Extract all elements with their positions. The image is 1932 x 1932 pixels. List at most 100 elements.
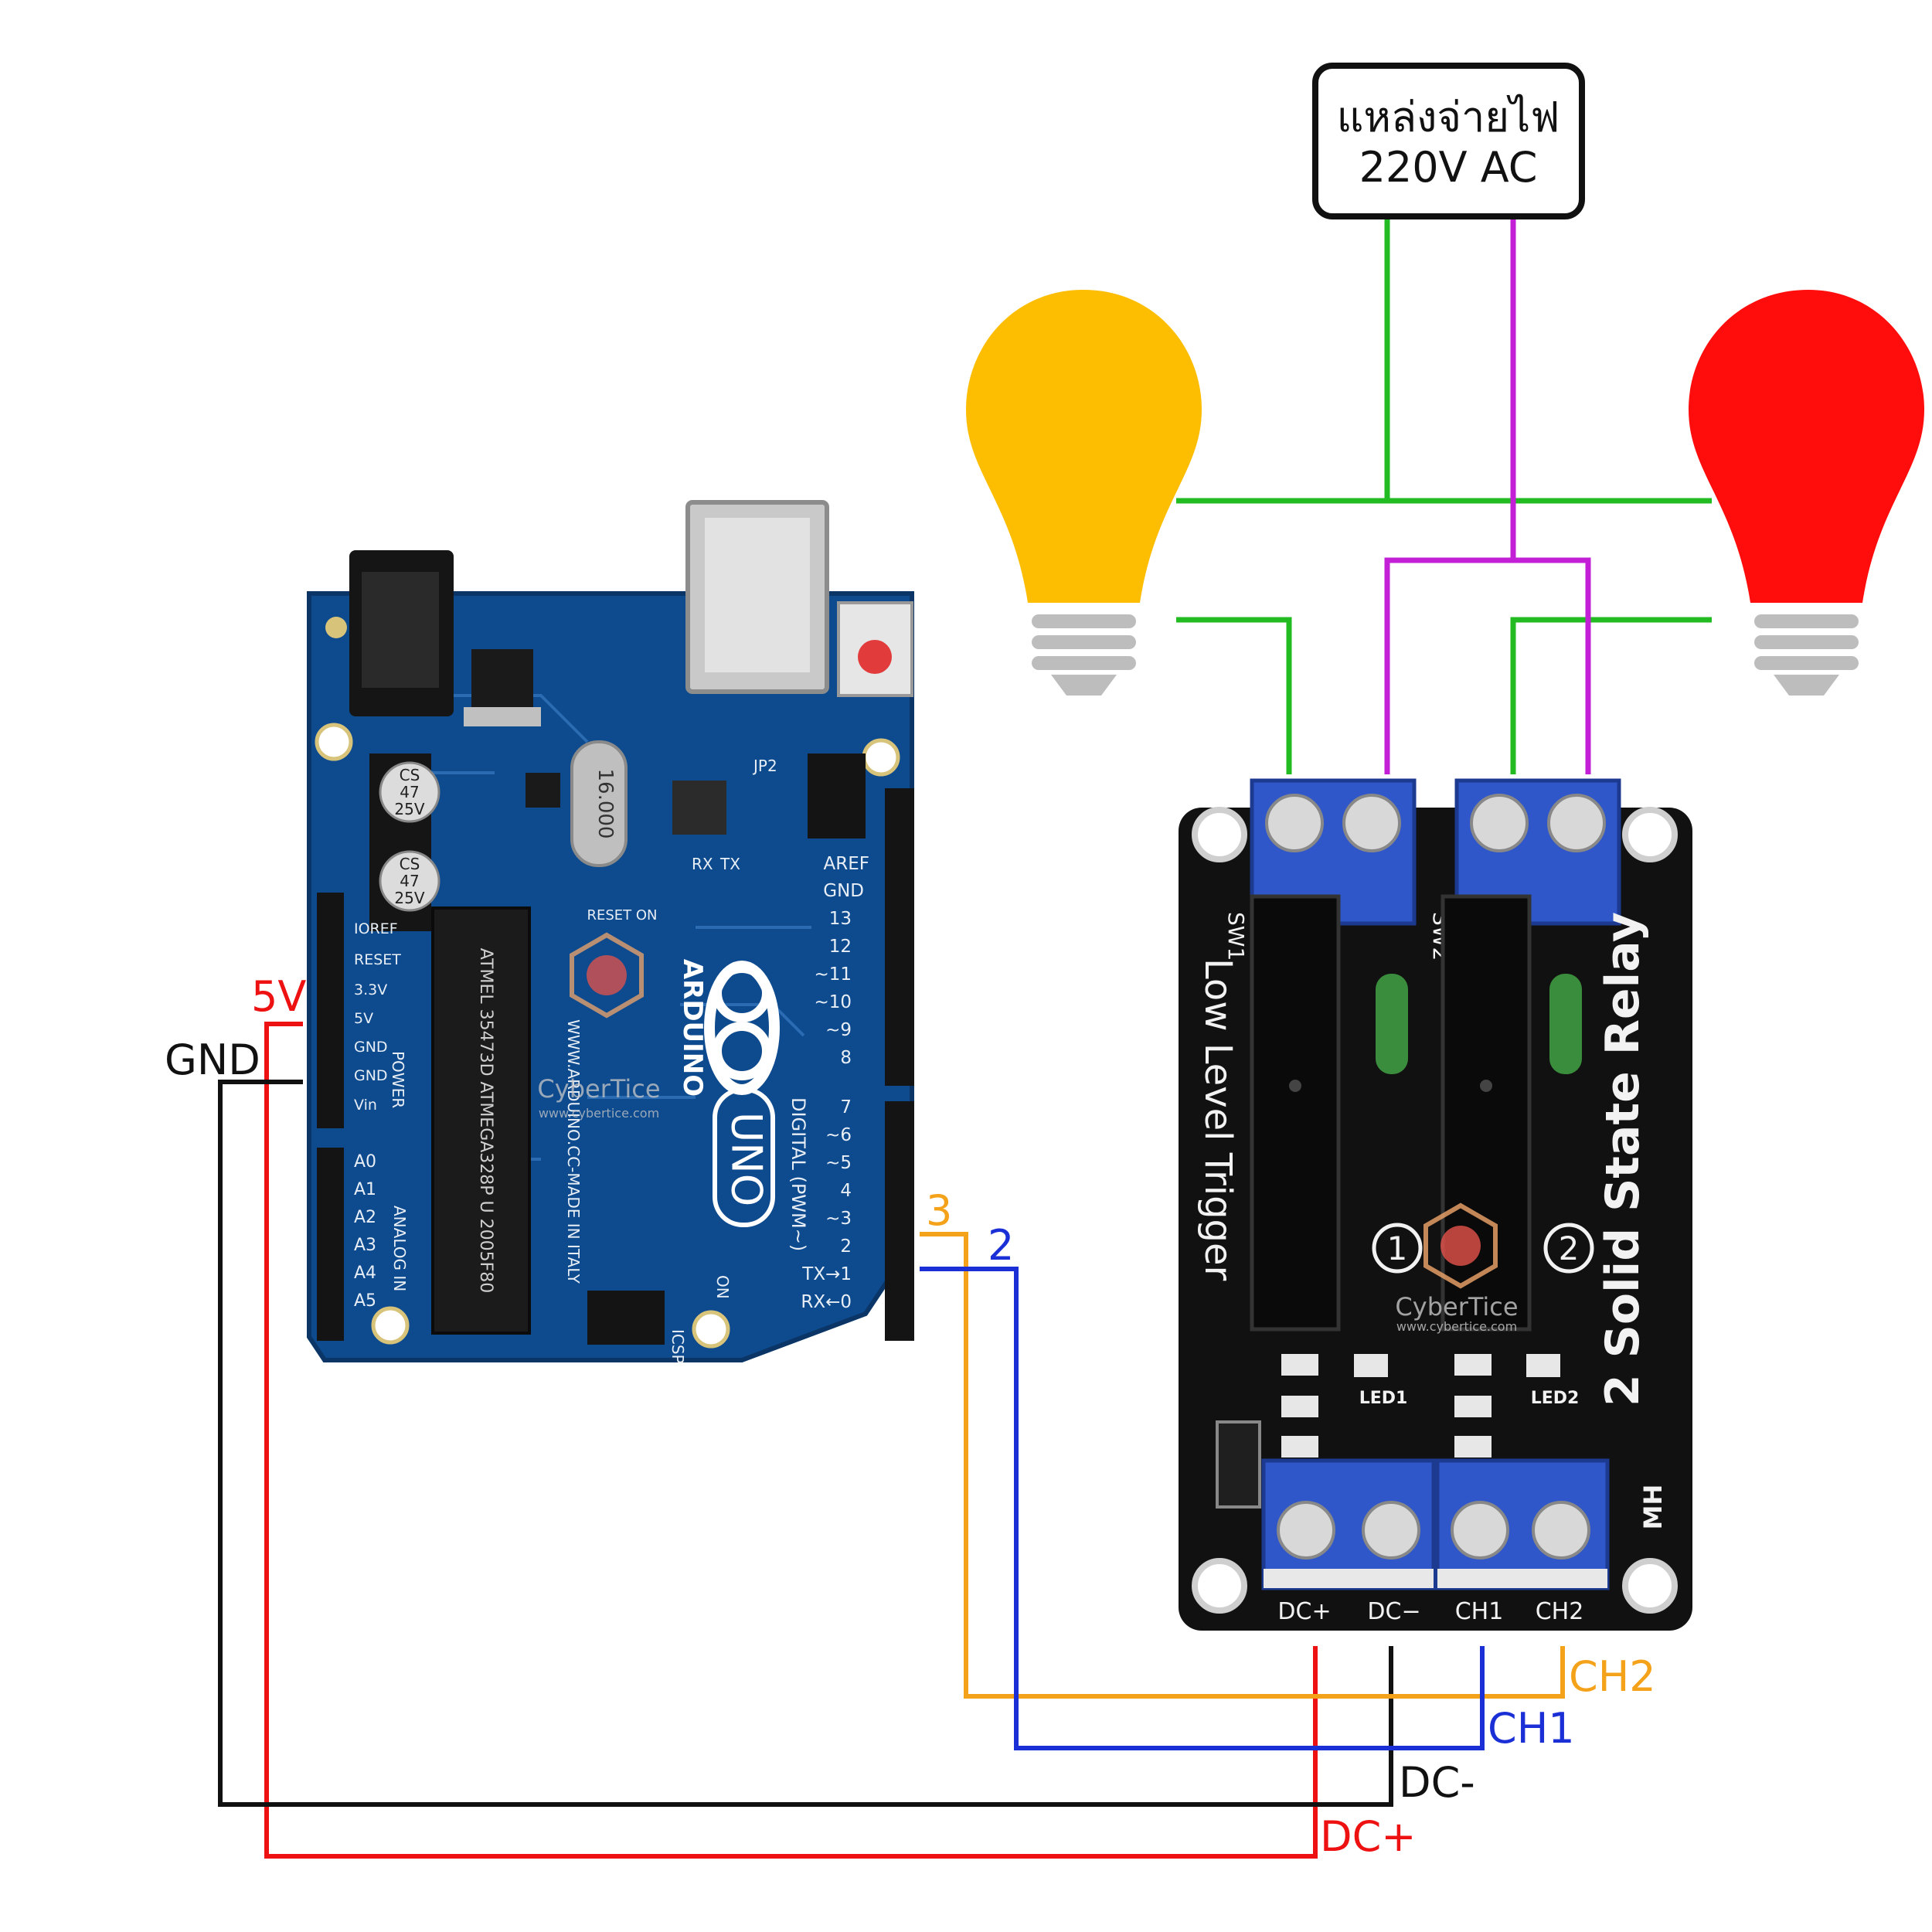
pin-5v: 5V xyxy=(354,1010,373,1027)
terminal-dc-plus: DC+ xyxy=(1277,1598,1331,1625)
pin-a3: A3 xyxy=(354,1236,376,1255)
power-pin-labels: IOREF RESET 3.3V 5V GND GND Vin xyxy=(354,920,401,1114)
wire-gnd xyxy=(218,1080,1393,1807)
sw1-label: SW1 xyxy=(1223,912,1249,961)
bulb-icon-yellow xyxy=(966,290,1202,696)
pin-11: ~11 xyxy=(814,964,852,985)
reset-on-label: RESET ON xyxy=(587,907,657,923)
chip-label: ATMEL 35473D ATMEGA328P U 2005F80 xyxy=(476,948,495,1294)
wire-pin2 xyxy=(920,1267,1485,1750)
pin-gnd-d: GND xyxy=(823,881,864,901)
ssr-2 xyxy=(1440,894,1532,1332)
label-ch2: CH2 xyxy=(1569,1652,1656,1701)
ac-wire-green-sw2 xyxy=(1510,617,1712,774)
watermark-logo-1: CyberTice www.cybertice.com xyxy=(537,932,661,1121)
pin-3v3: 3.3V xyxy=(354,981,387,998)
mounting-hole xyxy=(371,1306,410,1345)
wire-labels: 5V GND 3 2 CH2 CH1 DC- DC+ xyxy=(165,972,1656,1861)
ac-wire-green-sw1 xyxy=(1176,617,1292,774)
arduino-uno-board: CS 47 25V CS 47 25V 16.000 ATMEL 35473D … xyxy=(307,500,914,1364)
pin-gnd-1: GND xyxy=(354,1039,388,1056)
ac-wire-purple-sw1 xyxy=(1384,557,1591,774)
power-box-line2: 220V AC xyxy=(1359,143,1538,192)
label-pin2: 2 xyxy=(988,1221,1014,1270)
cap-text-2: 47 xyxy=(400,783,419,801)
watermark-logo-2: CyberTice www.cybertice.com xyxy=(1395,1202,1519,1334)
pin-reset: RESET xyxy=(354,951,401,968)
terminal-ch1: CH1 xyxy=(1455,1598,1504,1625)
pin-7: 7 xyxy=(840,1097,852,1117)
pin-13: 13 xyxy=(829,909,852,929)
pin-3: ~3 xyxy=(825,1209,852,1229)
channel-1-number: 1 xyxy=(1387,1230,1408,1267)
wire-pin3 xyxy=(920,1232,1565,1699)
rx-label: RX xyxy=(692,855,713,873)
crystal-label: 16.000 xyxy=(594,769,617,839)
mounting-hole xyxy=(1192,807,1247,862)
dc-wires xyxy=(218,1022,1565,1859)
crystal-oscillator: 16.000 xyxy=(570,740,628,867)
digital-pin-labels-bottom: 7 ~6 ~5 4 ~3 2 TX→1 RX←0 xyxy=(801,1097,852,1312)
pin-6: ~6 xyxy=(825,1125,852,1145)
ac-power-supply-box: แหล่งจ่ายไฟ 220V AC xyxy=(1312,63,1585,219)
bottom-terminal-block-2 xyxy=(1435,1458,1610,1590)
mounting-hole xyxy=(315,723,353,761)
pin-0: RX←0 xyxy=(801,1292,852,1312)
label-ch1: CH1 xyxy=(1488,1704,1575,1753)
icsp-header xyxy=(587,1291,665,1345)
watermark-brand: CyberTice xyxy=(1395,1292,1518,1321)
pin-aref: AREF xyxy=(824,854,869,874)
analog-header xyxy=(317,1148,344,1341)
ssr-1 xyxy=(1250,894,1341,1332)
bulb-icon-red xyxy=(1689,290,1924,696)
led2-label: LED2 xyxy=(1531,1389,1580,1408)
mounting-hole xyxy=(862,738,900,777)
digital-header-bottom xyxy=(885,1101,914,1341)
label-pin3: 3 xyxy=(926,1186,952,1235)
trigger-label: Low Level Trigger xyxy=(1196,958,1240,1281)
icsp-header-2 xyxy=(808,753,866,838)
label-gnd: GND xyxy=(165,1036,260,1084)
pin-9: ~9 xyxy=(825,1020,852,1040)
jp2-label: JP2 xyxy=(752,757,777,775)
arduino-brand: ARDUINO xyxy=(677,959,708,1097)
mounting-hole xyxy=(1192,1558,1247,1614)
fuse-1 xyxy=(1376,974,1408,1074)
digital-header-top xyxy=(885,788,914,1086)
pin-a2: A2 xyxy=(354,1208,376,1227)
pin-a1: A1 xyxy=(354,1180,376,1199)
reset-button xyxy=(837,601,913,697)
analog-pin-labels: A0 A1 A2 A3 A4 A5 xyxy=(354,1152,376,1311)
tx-label: TX xyxy=(719,855,740,873)
pin-4: 4 xyxy=(840,1181,852,1201)
channel-1-marker xyxy=(1372,1223,1423,1274)
arduino-logo: ARDUINO UNO xyxy=(677,959,780,1227)
mounting-hole xyxy=(1622,807,1678,862)
solid-state-relay-module: SW1 SW2 1 2 Low Level Trigger 2 Solid St… xyxy=(1179,778,1692,1631)
analog-section-label: ANALOG IN xyxy=(390,1206,409,1291)
channel-2-marker xyxy=(1543,1223,1594,1274)
icsp-label: ICSP xyxy=(668,1329,687,1364)
cap-text-1: CS xyxy=(400,855,420,873)
mounting-hole xyxy=(692,1310,730,1349)
pin-a0: A0 xyxy=(354,1152,376,1172)
cap-text-2: 47 xyxy=(400,872,419,890)
watermark-url: www.cybertice.com xyxy=(539,1106,659,1121)
atmega328p-chip: ATMEL 35473D ATMEGA328P U 2005F80 xyxy=(431,906,531,1335)
small-ic xyxy=(672,781,726,835)
mounting-hole xyxy=(325,617,347,638)
wire-5v xyxy=(264,1022,1318,1859)
arduino-website: WWW.ARDUINO.CC-MADE IN ITALY xyxy=(564,1019,583,1284)
pin-vin: Vin xyxy=(354,1097,377,1114)
cap-text-3: 25V xyxy=(394,800,424,818)
pin-a4: A4 xyxy=(354,1264,376,1283)
on-label: ON xyxy=(713,1275,732,1299)
power-header xyxy=(317,893,344,1128)
ac-wires xyxy=(1176,218,1712,774)
label-dc-minus: DC- xyxy=(1399,1758,1475,1807)
terminal-dc-minus: DC− xyxy=(1367,1598,1420,1625)
capacitor-1: CS 47 25V xyxy=(369,753,440,842)
mounting-hole xyxy=(1622,1558,1678,1614)
relay-title: 2 Solid State Relay xyxy=(1596,912,1650,1406)
